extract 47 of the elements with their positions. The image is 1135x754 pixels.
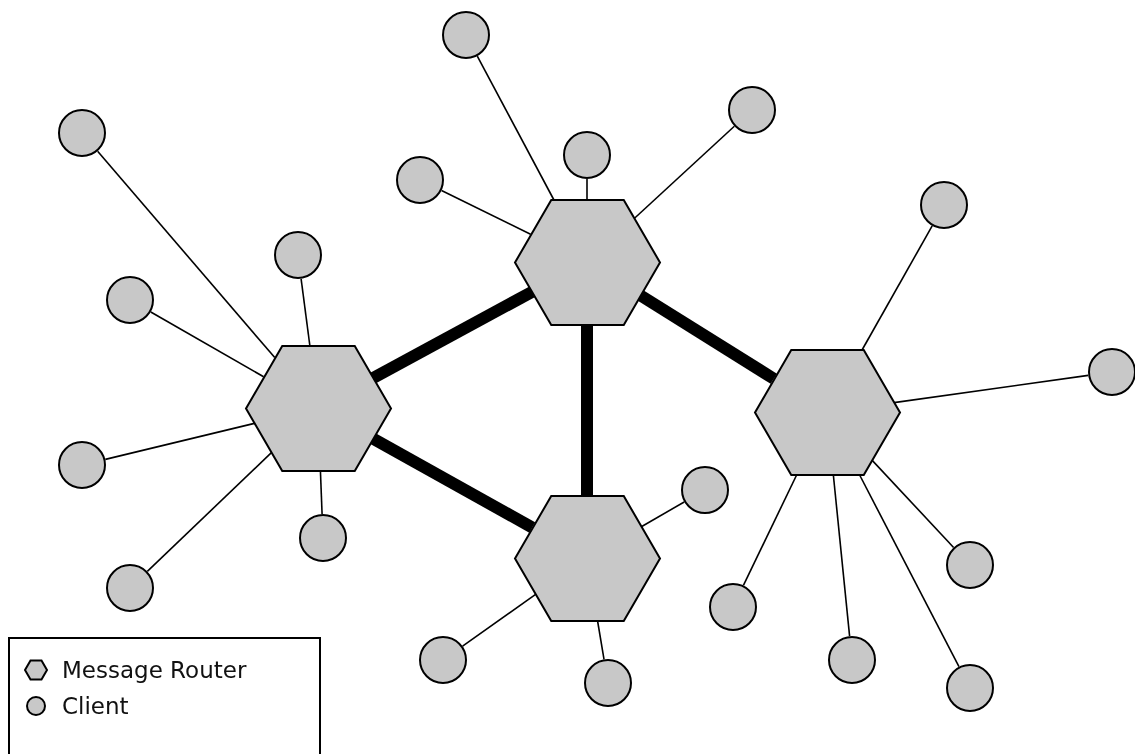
client-circle <box>709 583 757 631</box>
client-circle <box>584 659 632 707</box>
link-line <box>461 593 537 647</box>
router-hexagon <box>245 345 391 471</box>
thick-link-line <box>370 286 535 384</box>
client-circle <box>828 636 876 684</box>
client-circle <box>58 109 106 157</box>
link-line <box>870 459 955 549</box>
link-line <box>893 374 1090 404</box>
client-circle <box>58 441 106 489</box>
client-circle <box>563 131 611 179</box>
thick-link-line <box>369 433 536 533</box>
client-circle <box>396 156 444 204</box>
link-line <box>476 55 555 201</box>
link-line <box>146 451 273 573</box>
link-line <box>633 125 736 220</box>
client-circle <box>106 564 154 612</box>
thick-link-line <box>637 290 777 384</box>
client-circle <box>681 466 729 514</box>
client-circle <box>299 514 347 562</box>
client-circle <box>946 664 994 712</box>
link-line <box>104 422 256 461</box>
client-circle <box>920 181 968 229</box>
router-hexagon <box>514 199 660 325</box>
legend-label: Client <box>62 693 129 719</box>
client-circle <box>274 231 322 279</box>
link-line <box>96 150 276 359</box>
thick-link-line <box>581 324 593 496</box>
router-hexagon <box>754 349 900 475</box>
link-line <box>300 278 311 347</box>
client-circle <box>946 541 994 589</box>
link-line <box>596 619 605 661</box>
client-circle <box>106 276 154 324</box>
link-line <box>858 473 960 668</box>
link-line <box>150 311 265 378</box>
link-line <box>586 178 588 201</box>
link-line <box>440 189 532 236</box>
link-line <box>832 473 851 637</box>
client-circle <box>442 11 490 59</box>
link-line <box>742 473 798 587</box>
link-line <box>640 501 685 528</box>
legend-label: Message Router <box>62 657 247 683</box>
client-circle <box>728 86 776 134</box>
client-circle <box>419 636 467 684</box>
router-hexagon <box>514 495 660 621</box>
link-line <box>861 225 933 351</box>
link-line <box>319 469 323 515</box>
